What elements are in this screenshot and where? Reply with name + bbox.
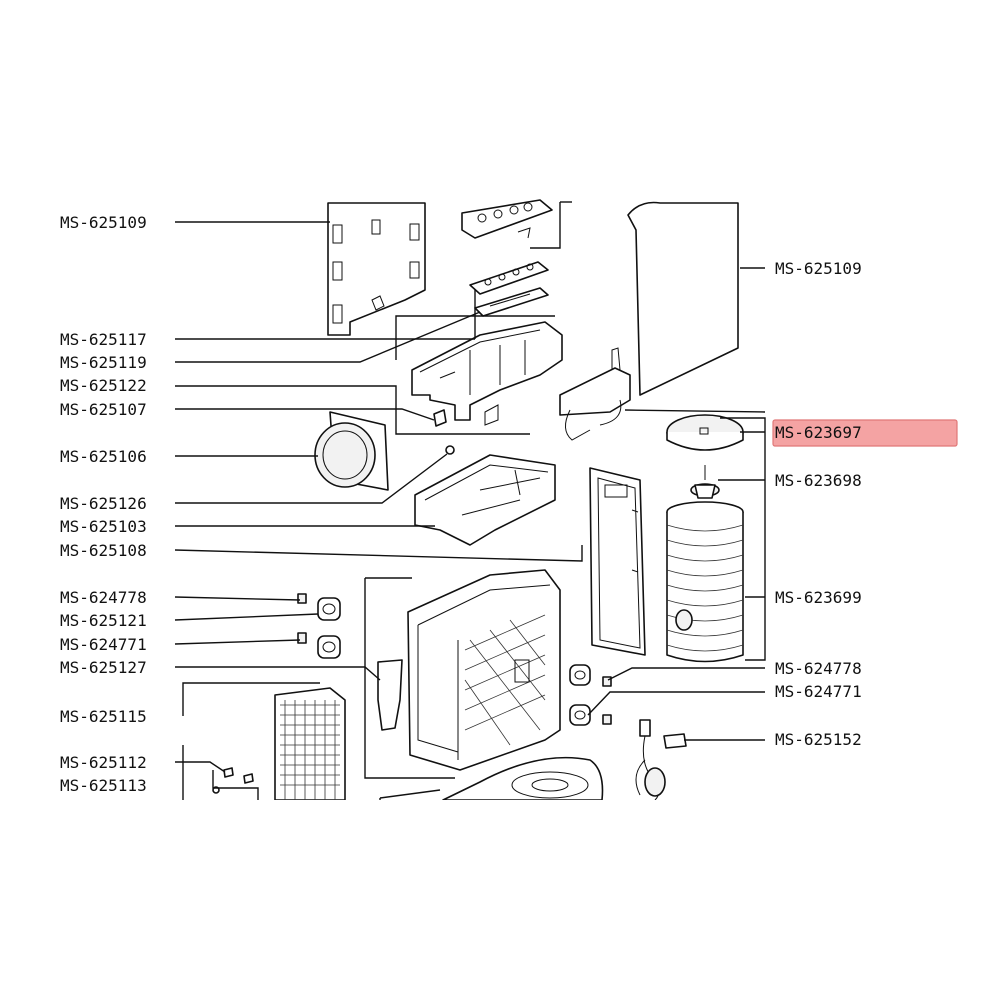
label-ms-623699[interactable]: MS-623699 [775,588,862,607]
crop-mask [0,800,1000,1000]
frother-jug [666,501,744,663]
part-labels: MS-625109 MS-625117 MS-625119 MS-625122 … [60,213,862,795]
latch [377,659,403,731]
label-ms-625152[interactable]: MS-625152 [775,730,862,749]
small-parts-right [569,664,612,726]
label-ms-624778-right[interactable]: MS-624778 [775,659,862,678]
rotary-knob [314,411,389,491]
side-panel-left [327,202,426,336]
label-ms-625109-right[interactable]: MS-625109 [775,259,862,278]
label-ms-625113[interactable]: MS-625113 [60,776,147,795]
small-clip [433,409,447,427]
pcb-strip [474,287,549,317]
label-ms-624771-right[interactable]: MS-624771 [775,682,862,701]
label-ms-625117[interactable]: MS-625117 [60,330,147,349]
label-ms-625121[interactable]: MS-625121 [60,611,147,630]
label-ms-625103[interactable]: MS-625103 [60,517,147,536]
side-panel-right [627,201,739,396]
wire-harness [559,347,631,441]
drip-grid [274,687,346,801]
label-ms-625109-left[interactable]: MS-625109 [60,213,147,232]
control-panel-top [461,199,553,239]
label-ms-625107[interactable]: MS-625107 [60,400,147,419]
label-ms-625119[interactable]: MS-625119 [60,353,147,372]
highlight-box [772,419,958,447]
label-ms-624771-left[interactable]: MS-624771 [60,635,147,654]
label-ms-625122[interactable]: MS-625122 [60,376,147,395]
back-panel [589,467,646,656]
label-ms-625115[interactable]: MS-625115 [60,707,147,726]
leader-lines [174,201,766,800]
screw [445,445,455,455]
button-strip [469,261,549,295]
label-ms-623698[interactable]: MS-623698 [775,471,862,490]
frother-lid [666,414,744,451]
label-ms-625106[interactable]: MS-625106 [60,447,147,466]
main-chassis [407,569,561,771]
label-ms-624778-left[interactable]: MS-624778 [60,588,147,607]
small-parts-left [297,593,341,659]
base-unit [442,756,604,801]
label-ms-623697[interactable]: MS-623697 [775,423,862,442]
connector-cable [635,719,687,801]
top-frame [411,321,563,426]
pins [212,767,254,794]
whisk [690,465,720,499]
label-ms-625108[interactable]: MS-625108 [60,541,147,560]
label-ms-625126[interactable]: MS-625126 [60,494,147,513]
lower-frame [414,454,556,546]
label-ms-625127[interactable]: MS-625127 [60,658,147,677]
label-ms-625112[interactable]: MS-625112 [60,753,147,772]
